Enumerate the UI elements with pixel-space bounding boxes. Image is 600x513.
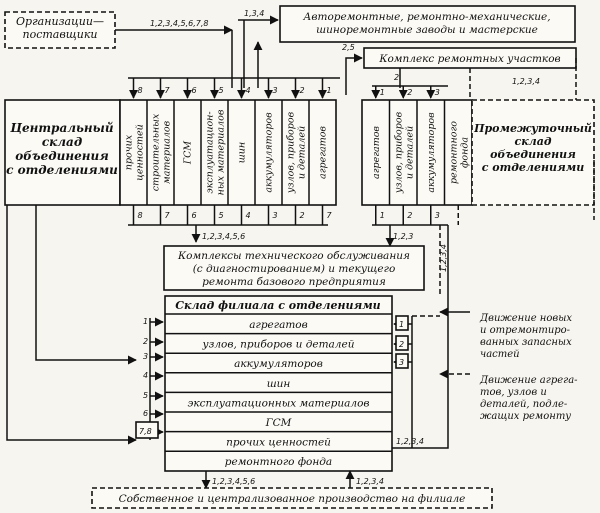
intermediate-section-label: узлов, приборови деталей (393, 111, 415, 194)
repair-complex-label: Комплекс ремонтных участков (378, 53, 560, 65)
central-bottom-number: 4 (246, 211, 251, 220)
branch-section-label: ГСМ (265, 417, 292, 429)
to-maintenance-label: 1,2,3,4,5,6 (202, 232, 245, 241)
branch-to-intermediate-line (392, 225, 449, 449)
complex-right-label: 1,2,3,4 (512, 77, 540, 86)
to-production-right-label: 1,2,3,4 (356, 477, 384, 486)
central-bottom-number: 7 (165, 211, 171, 220)
branch-left-number: 5 (143, 391, 148, 400)
intermediate-to-maintenance-label: 1,2,3 (393, 232, 413, 241)
central-bottom-number: 8 (138, 211, 143, 220)
branch-left-number: 4 (143, 371, 148, 380)
central-bottom-number: 3 (273, 211, 278, 220)
intermediate-sections: агрегатов 1 1 узлов, приборови деталей 2 2 акк… (371, 86, 470, 225)
branch-section-label: аккумуляторов (234, 358, 323, 370)
maintenance-complex-label: Комплексы технического обслуживания(с ди… (177, 250, 410, 288)
branch-section-label: ремонтного фонда (225, 456, 332, 468)
central-top-number: 7 (165, 86, 171, 95)
intermediate-section-label: ремонтногофонда (448, 121, 470, 184)
central-to-branch-long-line (6, 205, 137, 445)
branch-left-number: 1 (143, 317, 148, 326)
intermediate-top-number: 3 (435, 88, 440, 97)
branch-left-tag-box (135, 421, 159, 439)
branch-right-inputs: 1 2 3 (393, 315, 440, 448)
central-section-label: ГСМ (183, 141, 194, 166)
branch-right-number: 1 (399, 320, 404, 329)
central-section-label: строительныхматериалов (151, 113, 173, 191)
to-complex-arrow (345, 53, 363, 95)
branch-section-label: шин (267, 378, 291, 390)
to-complex-label: 2,5 (342, 43, 355, 52)
central-top-number: 5 (219, 86, 224, 95)
branch-section-label: узлов, приборов и деталей (202, 339, 355, 351)
branch-right-tag-box (395, 335, 409, 351)
intermediate-section-label: агрегатов (371, 126, 382, 179)
central-bottom-number: 5 (219, 211, 224, 220)
central-top-number: 6 (192, 86, 197, 95)
intermediate-bottom-number: 3 (435, 211, 440, 220)
branch-out-right-label: 1,2,3,4 (396, 437, 424, 446)
branch-sections: агрегатов узлов, приборов и деталей аккуму… (165, 313, 392, 468)
central-top-number: 1 (327, 86, 332, 95)
central-top-number: 3 (273, 86, 278, 95)
central-section-label: шин (237, 142, 248, 163)
branch-warehouse-title: Склад филиала с отделениями (175, 299, 380, 312)
branch-section-label: агрегатов (249, 319, 307, 331)
central-top-number: 4 (246, 86, 251, 95)
central-top-number: 8 (138, 86, 143, 95)
branch-right-tag-box (395, 353, 409, 369)
intermediate-bottom-number: 2 (407, 211, 412, 220)
production-label: Собственное и централизованное производс… (119, 493, 466, 505)
branch-section-label: прочих ценностей (226, 437, 331, 449)
intermediate-section-label: аккумуляторов (426, 112, 437, 193)
branch-left-number: 6 (143, 409, 148, 418)
maintenance-complex-box (163, 245, 425, 291)
central-bottom-number: 2 (300, 211, 305, 220)
central-section-label: аккумуляторов (264, 112, 275, 193)
intermediate-bottom-number: 1 (380, 211, 385, 220)
central-bottom-number: 6 (192, 211, 197, 220)
production-box (91, 487, 493, 509)
complex-left-label: 2 (394, 73, 399, 82)
branch-left-number: 7,8 (139, 427, 152, 436)
suppliers-label: Организации—поставщики (16, 15, 104, 41)
branch-left-number: 3 (143, 352, 148, 361)
side-label: 1,2,3,4 (439, 244, 448, 272)
branch-warehouse-box (164, 295, 393, 472)
intermediate-top-number: 2 (407, 88, 412, 97)
central-section-label: узлов, приборови деталей (286, 111, 308, 194)
suppliers-out-label: 1,2,3,4,5,6,7,8 (150, 19, 209, 28)
repair-plants-label: Авторемонтные, ремонтно-механические,шин… (302, 11, 550, 36)
central-to-branch-line-2 (35, 205, 137, 365)
central-section-label: эксплуатацион-ных материалов (205, 109, 227, 195)
branch-section-label: эксплуатационных материалов (187, 397, 369, 409)
to-plants-label: 1,3,4 (244, 9, 264, 18)
central-top-number: 2 (300, 86, 305, 95)
branch-right-number: 2 (399, 340, 404, 349)
suppliers-box (4, 11, 116, 49)
branch-right-number: 3 (399, 358, 404, 367)
central-section-label: агрегатов (318, 126, 329, 179)
branch-left-number: 2 (143, 337, 148, 346)
central-bottom-number: 7 (327, 211, 333, 220)
central-sections: прочихценностей 8 8 строительныхматериалов 7… (124, 78, 333, 225)
branch-right-tag-box (395, 315, 409, 331)
branch-left-inputs: 1 2 3 4 5 6 7,8 (135, 317, 164, 440)
intermediate-top-number: 1 (380, 88, 385, 97)
intermediate-warehouse-title-box (471, 99, 595, 206)
central-section-label: прочихценностей (124, 124, 146, 181)
repair-plants-box (279, 5, 576, 43)
to-production-left-label: 1,2,3,4,5,6 (212, 477, 255, 486)
